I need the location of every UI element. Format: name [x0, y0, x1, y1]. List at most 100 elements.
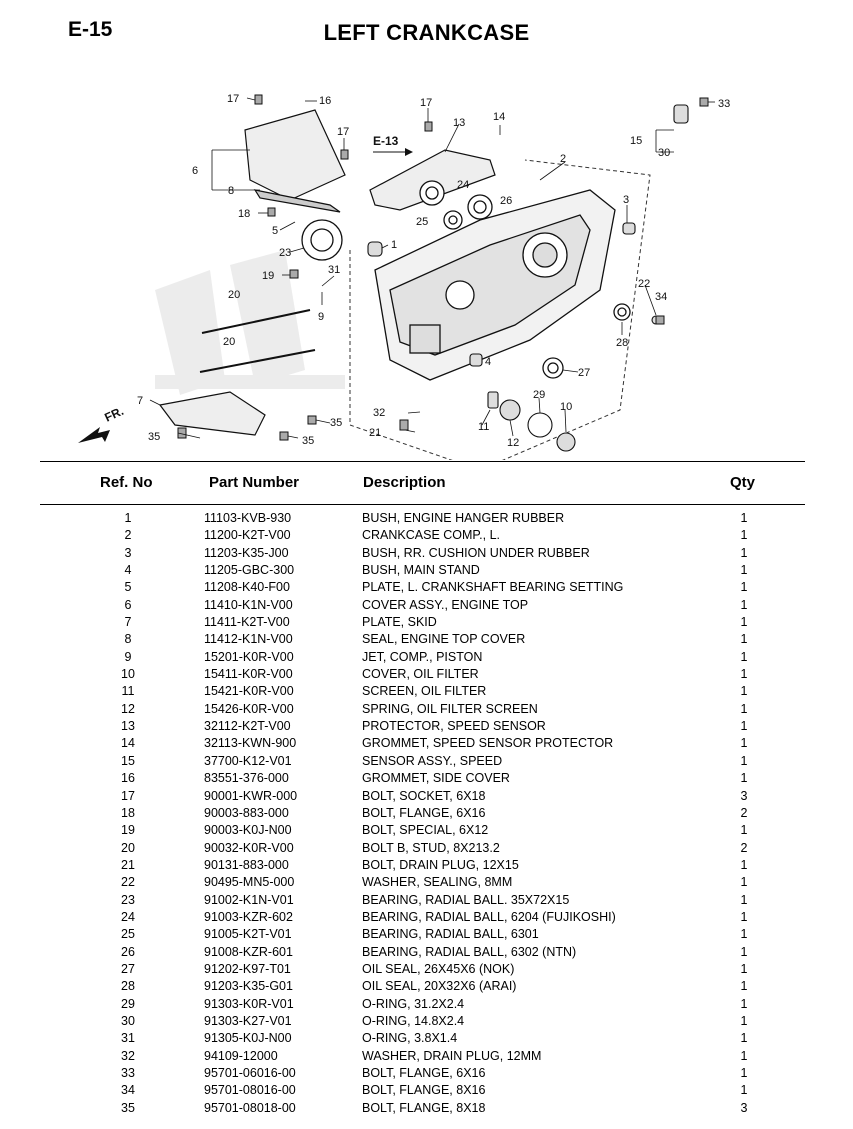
quantity: 1 — [740, 615, 748, 630]
callout-number: 34 — [655, 291, 667, 303]
callout-number: 30 — [658, 147, 670, 159]
ref-number: 22 — [121, 875, 135, 890]
bolts — [177, 94, 709, 441]
ref-number: 27 — [121, 961, 135, 976]
ref-number: 23 — [121, 892, 135, 907]
callout-number: 8 — [228, 185, 234, 197]
quantity: 1 — [740, 1048, 748, 1063]
quantity: 2 — [740, 805, 748, 820]
description: BOLT, SPECIAL, 6X12 — [362, 823, 489, 838]
part-number: 90003-K0J-N00 — [204, 823, 292, 838]
part-number: 90032-K0R-V00 — [204, 840, 294, 855]
ref-number: 16 — [121, 771, 135, 786]
part-number: 15421-K0R-V00 — [204, 684, 294, 699]
description: PROTECTOR, SPEED SENSOR — [362, 719, 546, 734]
callout-number: 22 — [638, 278, 650, 290]
callout-number: 20 — [228, 289, 240, 301]
ref-number: 32 — [121, 1048, 135, 1063]
ref-number: 11 — [121, 684, 135, 699]
quantity: 1 — [740, 857, 748, 872]
callout-number: 20 — [223, 336, 235, 348]
ref-number: 30 — [121, 1013, 135, 1028]
watermark-logo — [155, 250, 345, 395]
part-number: 83551-376-000 — [204, 771, 289, 786]
quantity: 1 — [740, 1013, 748, 1028]
callout-number: 13 — [453, 117, 465, 129]
callout-number: 25 — [416, 216, 428, 228]
part-number: 15411-K0R-V00 — [204, 667, 293, 682]
callout-number: 33 — [718, 98, 730, 110]
quantity: 1 — [740, 1031, 748, 1046]
part-number: 90001-KWR-000 — [204, 788, 298, 803]
part-number: 91202-K97-T01 — [204, 961, 291, 976]
description: WASHER, DRAIN PLUG, 12MM — [362, 1048, 542, 1063]
table-top-rule — [40, 461, 805, 462]
part-number: 94109-12000 — [204, 1048, 278, 1063]
callout-number: 4 — [485, 356, 491, 368]
part-number: 11205-GBC-300 — [204, 563, 295, 578]
ref-number: 34 — [121, 1083, 135, 1098]
description: BUSH, MAIN STAND — [362, 563, 480, 578]
quantity: 1 — [740, 771, 748, 786]
description: BOLT, DRAIN PLUG, 12X15 — [362, 857, 519, 872]
quantity: 1 — [740, 632, 748, 647]
part-number: 15426-K0R-V00 — [204, 701, 294, 716]
small-parts — [367, 104, 689, 452]
part-number: 95701-06016-00 — [204, 1066, 296, 1080]
part-number: 32113-KWN-900 — [204, 736, 297, 751]
header-qty: Qty — [730, 474, 756, 491]
quantity: 1 — [740, 944, 748, 959]
ref-number: 17 — [121, 788, 135, 803]
callout-number: 28 — [616, 337, 628, 349]
studs — [199, 309, 316, 373]
part-number: 11412-K1N-V00 — [204, 632, 293, 647]
part-number: 95701-08018-00 — [204, 1100, 296, 1115]
engine-top-cover — [244, 109, 346, 213]
quantity: 1 — [740, 649, 748, 664]
quantity: 1 — [740, 667, 748, 682]
quantity: 1 — [740, 1066, 748, 1080]
callout-number: 5 — [272, 225, 278, 237]
part-number: 91008-KZR-601 — [204, 944, 293, 959]
callout-number: 6 — [192, 165, 198, 177]
callout-number: 35 — [148, 431, 160, 443]
callout-number: 23 — [279, 247, 291, 259]
description: OIL SEAL, 20X32X6 (ARAI) — [362, 979, 517, 994]
quantity: 1 — [740, 563, 748, 578]
ref-number: 25 — [121, 927, 135, 942]
description: COVER ASSY., ENGINE TOP — [362, 597, 529, 612]
callout-number: 17 — [337, 126, 349, 138]
table-row: 32 94109-12000 WASHER, DRAIN PLUG, 12MM 1 — [0, 1048, 853, 1065]
ref-number: 21 — [121, 857, 135, 872]
ref-number: 7 — [124, 615, 132, 630]
part-number: 90495-MN5-000 — [204, 875, 295, 890]
part-number: 11103-KVB-930 — [204, 511, 292, 525]
part-number: 11411-K2T-V00 — [204, 615, 290, 630]
bearings — [301, 180, 631, 379]
speed-sensor-protector — [369, 149, 496, 211]
quantity: 1 — [740, 545, 748, 560]
ref-number: 9 — [124, 649, 132, 664]
description: SPRING, OIL FILTER SCREEN — [362, 701, 538, 716]
ref-number: 35 — [121, 1100, 135, 1115]
callout-number: 27 — [578, 367, 590, 379]
description: WASHER, SEALING, 8MM — [362, 875, 513, 890]
part-number: 91003-KZR-602 — [204, 909, 293, 924]
quantity: 1 — [740, 684, 748, 699]
callout-number: 29 — [533, 389, 545, 401]
description: GROMMET, SIDE COVER — [362, 771, 510, 786]
header-ref-no: Ref. No — [100, 474, 153, 491]
part-number: 91305-K0J-N00 — [204, 1031, 292, 1046]
quantity: 2 — [740, 840, 748, 855]
callout-number: 14 — [493, 111, 505, 123]
